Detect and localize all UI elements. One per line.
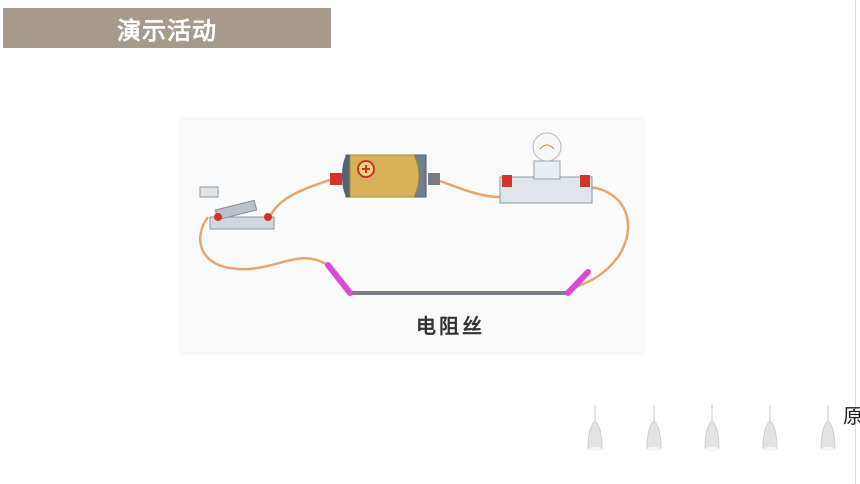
knife-switch <box>199 186 275 230</box>
left-clip <box>325 262 353 296</box>
cut-off-text: 原 <box>843 404 860 428</box>
pendant-lamp-icon <box>646 405 662 451</box>
right-clip <box>565 269 591 296</box>
circuit-diagram: 电阻丝 <box>178 117 646 355</box>
wire-switch-battery <box>268 177 334 218</box>
slide-title: 演示活动 <box>117 16 217 45</box>
slide-edge <box>855 0 856 484</box>
pendant-lamp-icon <box>762 405 778 451</box>
pendant-lamp-icon <box>704 405 720 451</box>
pendant-lamp-icon <box>820 405 836 451</box>
circuit-illustration <box>199 132 630 296</box>
wires <box>199 177 630 289</box>
wire-switch-clip <box>199 216 329 271</box>
title-banner: 演示活动 <box>3 8 331 48</box>
resistance-wire <box>325 262 591 296</box>
resistor-label: 电阻丝 <box>416 314 485 338</box>
pendant-lamp-icon <box>587 405 603 451</box>
wire-battery-bulb <box>433 177 501 199</box>
wire-bulb-clip <box>575 185 630 289</box>
bulb-stand <box>499 132 593 204</box>
battery <box>330 154 440 198</box>
